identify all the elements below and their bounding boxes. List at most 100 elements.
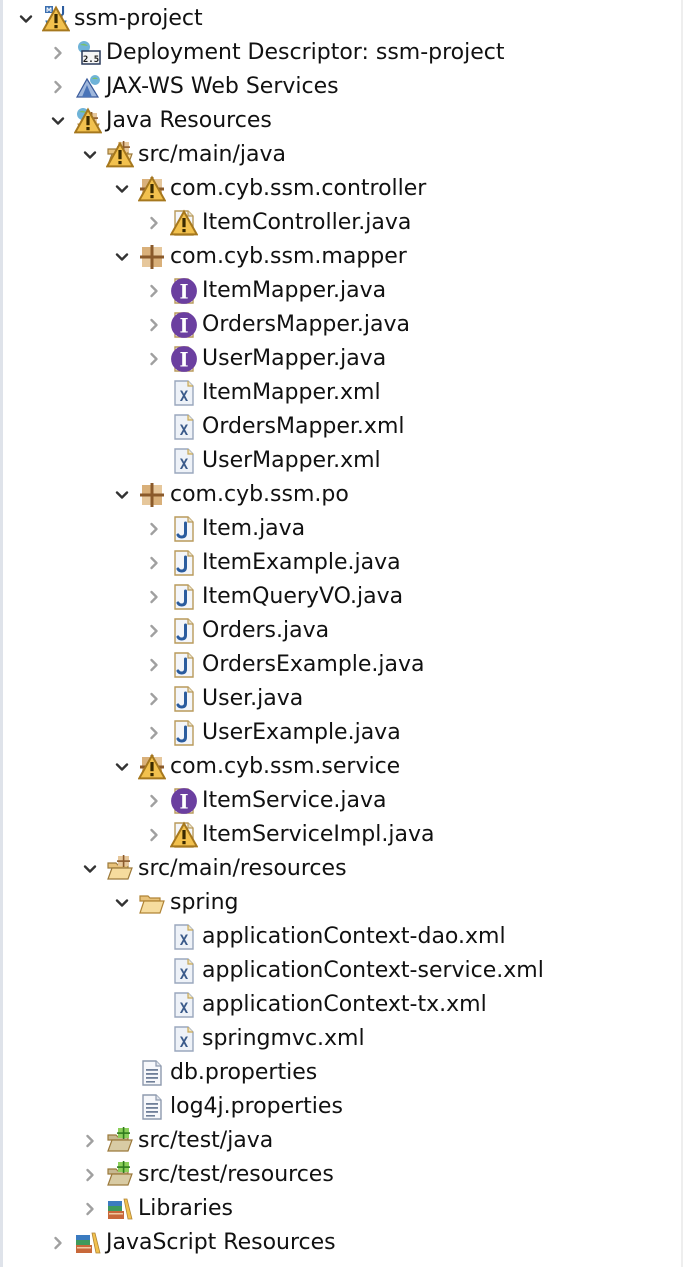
svg-text:X: X (180, 389, 189, 405)
tree-item-label: src/main/java (138, 142, 287, 167)
chevron-right-icon[interactable] (48, 1233, 68, 1253)
chevron-right-icon[interactable] (80, 1131, 100, 1151)
svg-text:X: X (180, 967, 189, 983)
chevron-right-icon[interactable] (144, 791, 164, 811)
java-interface-icon: I (170, 277, 198, 305)
warning-overlay-icon (170, 821, 198, 848)
tree-item[interactable]: spring (112, 886, 239, 920)
tree-item[interactable]: X UserMapper.xml (144, 444, 381, 478)
tree-item-label: ItemMapper.xml (202, 380, 381, 405)
java-interface-icon: I (170, 787, 198, 815)
package-icon (138, 175, 166, 203)
tree-item[interactable]: ItemExample.java (144, 546, 401, 580)
tree-item-label: springmvc.xml (202, 1026, 365, 1051)
deployment-descriptor-icon: 2.5 (74, 39, 102, 67)
java-class-icon (170, 685, 198, 713)
tree-item[interactable]: Libraries (80, 1192, 233, 1226)
chevron-right-icon[interactable] (80, 1199, 100, 1219)
tree-item[interactable]: ItemServiceImpl.java (144, 818, 434, 852)
chevron-right-icon[interactable] (144, 315, 164, 335)
chevron-right-icon[interactable] (144, 213, 164, 233)
chevron-down-icon[interactable] (80, 145, 100, 165)
tree-item[interactable]: com.cyb.ssm.mapper (112, 240, 407, 274)
tree-item-label: ItemQueryVO.java (202, 584, 404, 609)
tree-item[interactable]: JavaScript Resources (48, 1226, 336, 1260)
chevron-right-icon[interactable] (144, 281, 164, 301)
chevron-right-icon[interactable] (144, 553, 164, 573)
tree-item[interactable]: ItemController.java (144, 206, 411, 240)
tree-item[interactable]: src/test/resources (80, 1158, 334, 1192)
tree-item[interactable]: com.cyb.ssm.service (112, 750, 400, 784)
chevron-right-icon[interactable] (144, 519, 164, 539)
tree-item[interactable]: com.cyb.ssm.po (112, 478, 349, 512)
chevron-down-icon[interactable] (48, 111, 68, 131)
tree-item[interactable]: UserExample.java (144, 716, 401, 750)
chevron-right-icon[interactable] (144, 349, 164, 369)
chevron-right-icon[interactable] (144, 587, 164, 607)
tree-item-label: JAX-WS Web Services (106, 74, 339, 99)
chevron-down-icon[interactable] (112, 179, 132, 199)
tree-item[interactable]: Item.java (144, 512, 305, 546)
tree-item[interactable]: src/main/resources (80, 852, 347, 886)
folder-open-icon (138, 889, 166, 917)
tree-item-label: ItemExample.java (202, 550, 401, 575)
tree-item[interactable]: db.properties (112, 1056, 317, 1090)
tree-item-label: ItemService.java (202, 788, 387, 813)
chevron-right-icon[interactable] (144, 621, 164, 641)
tree-item-label: Orders.java (202, 618, 330, 643)
tree-item[interactable]: src/test/java (80, 1124, 273, 1158)
tree-item-label: UserMapper.java (202, 346, 387, 371)
panel-scrollbar-track[interactable] (681, 0, 683, 1267)
tree-item-label: JavaScript Resources (106, 1230, 336, 1255)
java-class-icon (170, 209, 198, 237)
tree-item-label: UserMapper.xml (202, 448, 381, 473)
tree-item[interactable]: log4j.properties (112, 1090, 343, 1124)
chevron-right-icon[interactable] (80, 1165, 100, 1185)
chevron-right-icon[interactable] (144, 655, 164, 675)
java-class-icon (170, 719, 198, 747)
warning-overlay-icon (138, 753, 166, 780)
chevron-right-icon[interactable] (144, 825, 164, 845)
chevron-down-icon[interactable] (112, 247, 132, 267)
chevron-down-icon[interactable] (80, 859, 100, 879)
tree-item-label: UserExample.java (202, 720, 401, 745)
tree-item-label: db.properties (170, 1060, 318, 1085)
chevron-right-icon[interactable] (48, 43, 68, 63)
tree-item[interactable]: OrdersExample.java (144, 648, 425, 682)
package-icon (138, 753, 166, 781)
tree-item[interactable]: Orders.java (144, 614, 329, 648)
chevron-right-icon[interactable] (144, 723, 164, 743)
java-resources-icon (74, 107, 102, 135)
warning-overlay-icon (170, 209, 198, 236)
tree-item[interactable]: src/main/java (80, 138, 286, 172)
chevron-down-icon[interactable] (112, 757, 132, 777)
svg-text:X: X (180, 1001, 189, 1017)
tree-item[interactable]: JAX-WS Web Services (48, 70, 339, 104)
chevron-down-icon[interactable] (16, 9, 36, 29)
svg-text:X: X (180, 457, 189, 473)
chevron-down-icon[interactable] (112, 893, 132, 913)
chevron-right-icon[interactable] (144, 689, 164, 709)
chevron-right-icon[interactable] (48, 77, 68, 97)
tree-item[interactable]: com.cyb.ssm.controller (112, 172, 426, 206)
tree-item-label: com.cyb.ssm.service (170, 754, 401, 779)
tree-item[interactable]: ItemQueryVO.java (144, 580, 403, 614)
tree-item[interactable]: X ItemMapper.xml (144, 376, 381, 410)
tree-item-label: Java Resources (106, 108, 272, 133)
java-class-icon (170, 549, 198, 577)
chevron-down-icon[interactable] (112, 485, 132, 505)
tree-item[interactable]: Java Resources (48, 104, 272, 138)
tree-item[interactable]: User.java (144, 682, 303, 716)
